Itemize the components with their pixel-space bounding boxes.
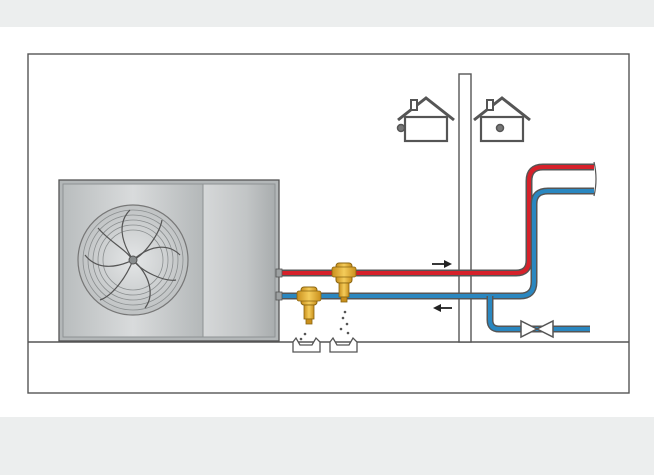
shut-off-valve (520, 319, 554, 339)
house-left-icon (396, 96, 455, 143)
hot-supply-pipe (276, 163, 594, 277)
supply-flow-arrow-right (432, 260, 452, 268)
valve-branch-pipe (486, 296, 590, 333)
fan-icon (77, 204, 189, 316)
outdoor-heat-pump-unit (58, 179, 280, 342)
drain-funnel-right (329, 336, 358, 353)
pipe-end (593, 161, 597, 197)
house-right-icon (473, 96, 531, 143)
cold-return-pipe (276, 187, 594, 300)
unit-connection-hot (275, 268, 283, 278)
building-wall (458, 73, 472, 343)
dirt-separator-filter-left (296, 286, 322, 341)
unit-connection-cold (275, 291, 283, 301)
diagram-panel (0, 27, 654, 417)
drain-funnel-left (292, 336, 321, 353)
dirt-separator-filter-right (331, 262, 357, 335)
heat-pump-installation-diagram (27, 53, 630, 394)
return-flow-arrow-left (433, 304, 452, 312)
